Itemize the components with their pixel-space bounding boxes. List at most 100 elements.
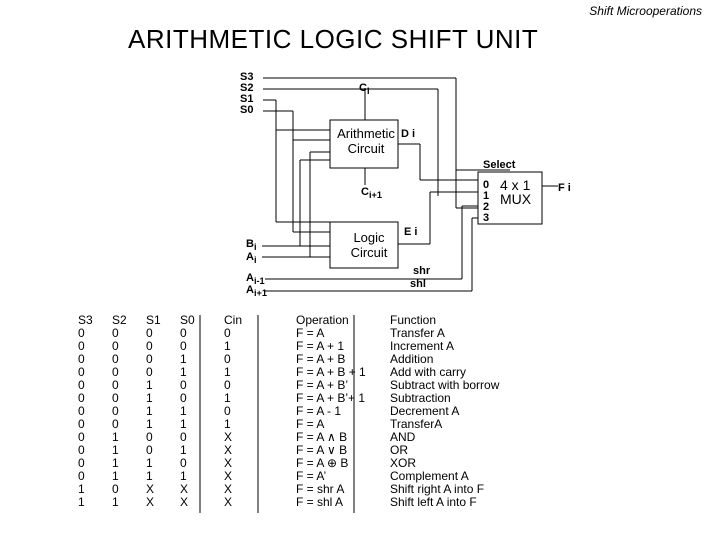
table-cell-s2: 0 [112,352,119,366]
table-cell-s1: 1 [146,469,153,483]
table-cell-cin: X [224,495,233,509]
table-header-s1: S1 [146,313,161,327]
table-cell-s2: 0 [112,417,119,431]
alu-diagram [262,77,558,292]
table-cell-s3: 0 [78,378,85,392]
table-cell-s0: 1 [180,404,187,418]
table-cell-s0: 1 [180,365,187,379]
cin-label: Ci [359,82,370,97]
table-cell-s0: 0 [180,339,187,353]
table-cell-s1: 0 [146,365,153,379]
table-header-s2: S2 [112,313,127,327]
table-cell-s1: X [146,495,155,509]
table-cell-function: Complement A [390,469,469,483]
table-cell-s3: 0 [78,339,85,353]
table-cell-s2: 0 [112,326,119,340]
table-row: 0 0 1 0 1 F = A + B’+ 1 Subtraction [74,392,534,405]
table-cell-function: OR [390,443,408,457]
table-cell-function: Subtract with borrow [390,378,500,392]
table-cell-function: Add with carry [390,365,467,379]
shr-label: shr [413,265,431,277]
table-cell-operation: F = A + B’ [296,378,349,392]
table-cell-operation: F = A + B + 1 [296,365,366,379]
table-cell-operation: F = A [296,326,325,340]
table-cell-s1: 0 [146,430,153,444]
table-cell-cin: 1 [224,391,231,405]
ai-label: Ai [246,251,257,266]
table-cell-cin: 0 [224,404,231,418]
table-cell-cin: 0 [224,352,231,366]
table-cell-s2: 1 [112,456,119,470]
table-cell-s0: 1 [180,352,187,366]
table-cell-s3: 0 [78,352,85,366]
table-cell-s3: 0 [78,456,85,470]
table-cell-s2: 0 [112,339,119,353]
table-cell-s0: 0 [180,430,187,444]
table-cell-s1: 1 [146,378,153,392]
table-cell-s0: 1 [180,443,187,457]
table-cell-function: Increment A [390,339,455,353]
table-cell-s1: 0 [146,339,153,353]
table-cell-operation: F = A + B [296,352,346,366]
select-s1: S1 [240,93,254,105]
mux-label: 4 x 1 MUX [500,177,532,207]
page-title: ARITHMETIC LOGIC SHIFT UNIT [128,24,539,54]
select-inputs: S3 S2 S1 S0 [240,72,253,116]
table-cell-operation: F = A + B’+ 1 [296,391,366,405]
table-cell-s1: 1 [146,417,153,431]
di-label: D i [401,128,416,140]
ei-label: E i [404,226,418,238]
table-cell-operation: F = A ∧ B [296,430,348,444]
table-cell-s3: 0 [78,391,85,405]
table-cell-s2: 0 [112,482,119,496]
table-cell-s3: 0 [78,365,85,379]
table-cell-operation: F = A - 1 [296,404,342,418]
mux-input-2: 2 [483,201,490,213]
table-cell-s1: 0 [146,326,153,340]
table-cell-s2: 0 [112,391,119,405]
table-cell-cin: 0 [224,378,231,392]
table-cell-s0: 1 [180,417,187,431]
table-cell-s2: 1 [112,469,119,483]
table-cell-s0: 0 [180,456,187,470]
table-cell-s1: 1 [146,391,153,405]
table-cell-function: Addition [390,352,434,366]
table-cell-s1: 1 [146,404,153,418]
mux-input-0: 0 [483,179,490,191]
table-cell-s2: 0 [112,365,119,379]
select-s2: S2 [240,82,254,94]
a-plus-label: Ai+1 [246,284,267,299]
table-cell-s2: 1 [112,443,119,457]
table-cell-s2: 0 [112,404,119,418]
table-cell-s0: 0 [180,391,187,405]
table-cell-function: Subtraction [390,391,451,405]
mux-input-3: 3 [483,212,490,224]
select-label: Select [483,159,516,171]
table-cell-s1: 0 [146,443,153,457]
table-cell-function: Transfer A [390,326,445,340]
table-cell-cin: X [224,482,233,496]
table-cell-s3: 1 [78,482,85,496]
mux-input-1: 1 [483,190,490,202]
table-cell-cin: X [224,430,233,444]
arithmetic-circuit-label: Arithmetic Circuit [337,126,395,156]
table-cell-s0: X [180,495,189,509]
table-cell-cin: 1 [224,417,231,431]
table-header-function: Function [390,313,437,327]
table-cell-cin: X [224,443,233,457]
bi-label: Bi [246,238,257,253]
table-cell-cin: 1 [224,365,231,379]
table-cell-s0: 0 [180,378,187,392]
table-cell-function: TransferA [390,417,443,431]
table-cell-cin: 0 [224,326,231,340]
